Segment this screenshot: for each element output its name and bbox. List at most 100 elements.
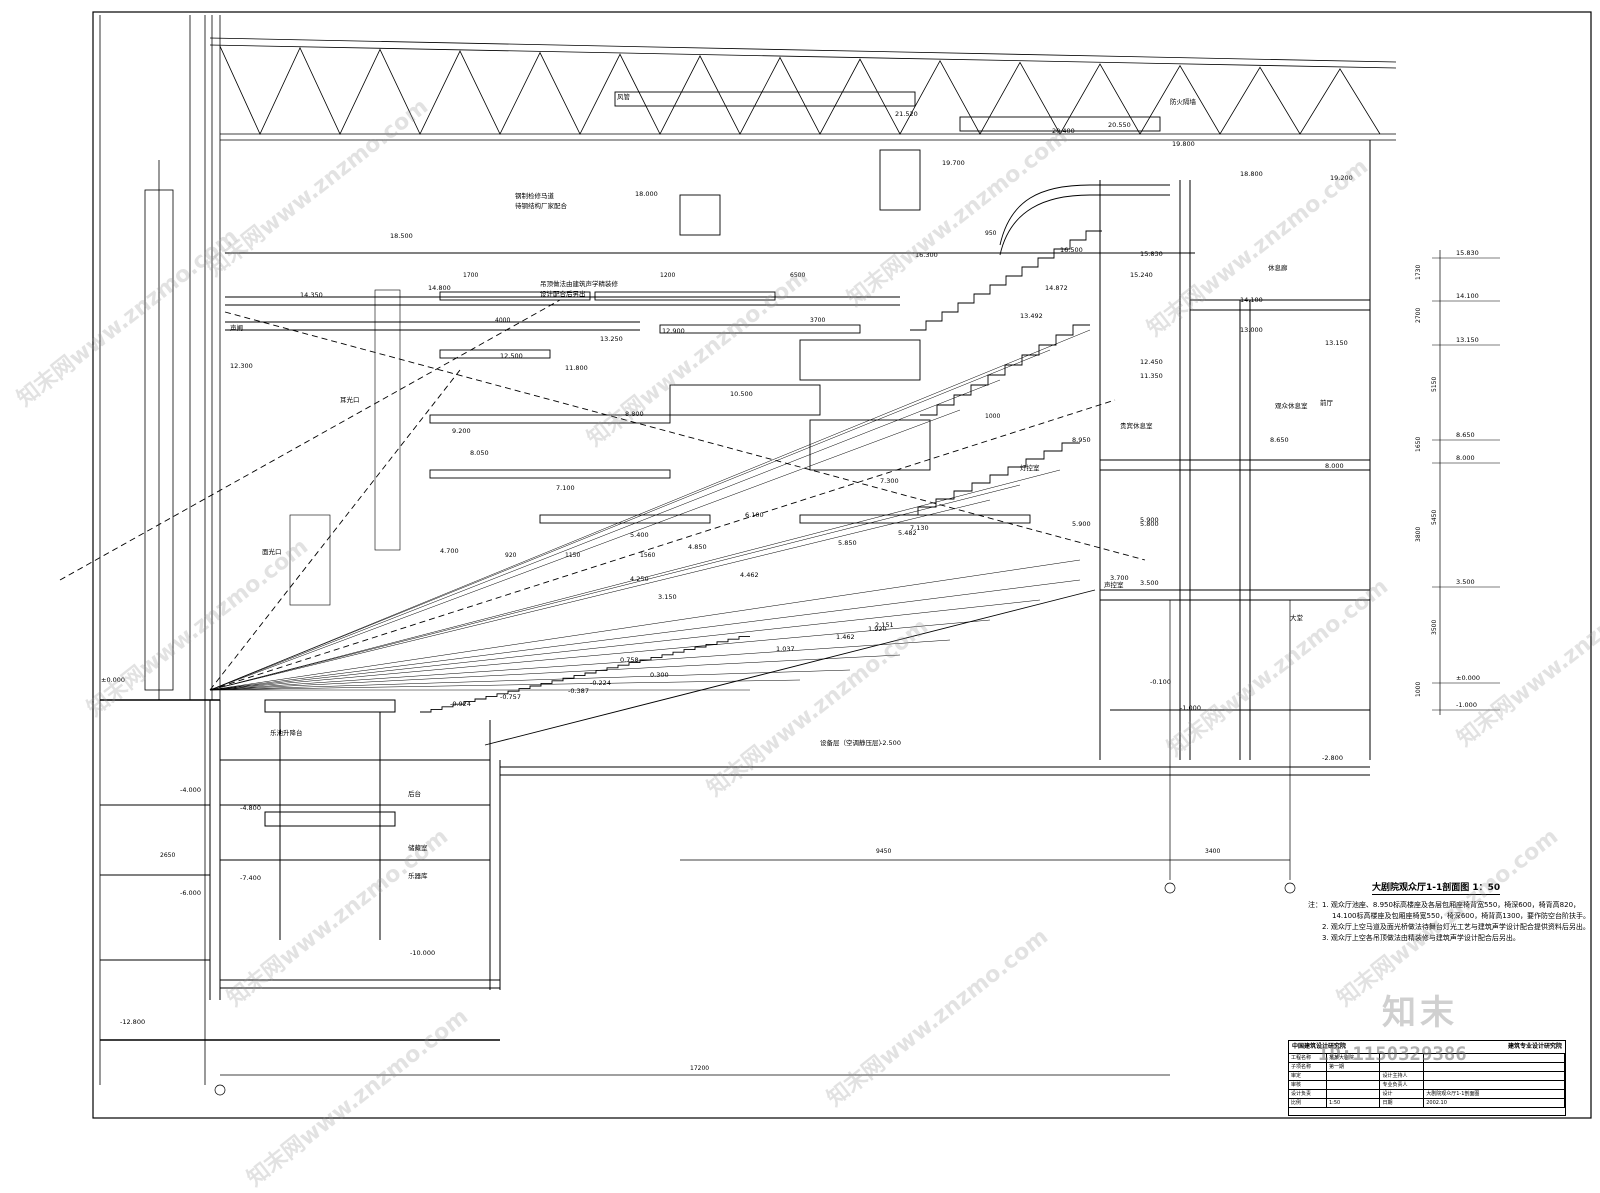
roof-truss xyxy=(209,37,1397,141)
elevation-label: 8.000 xyxy=(1325,462,1344,470)
department-name: 建筑专业设计研究院 xyxy=(1507,1043,1562,1050)
title-block-cell: 设计主持人 xyxy=(1380,1072,1425,1080)
scale-span: 3800 xyxy=(1415,527,1422,542)
elevation-label: -4.000 xyxy=(180,786,201,794)
elevation-label: 12.900 xyxy=(662,327,685,335)
title-block-cell: 工程名称 xyxy=(1289,1054,1327,1062)
elevation-label: 13.150 xyxy=(1325,339,1348,347)
title-block-rows: 工程名称某某大剧院子项名称第一期审定设计主持人审核专业负责人设计负责设计大剧院观… xyxy=(1289,1054,1565,1108)
annotation-label: 大堂 xyxy=(1290,613,1304,622)
dimension-label: 1200 xyxy=(660,272,675,279)
elevation-label: 4.850 xyxy=(688,543,707,551)
dimension-label: 1700 xyxy=(463,272,478,279)
elevation-label: 13.000 xyxy=(1240,326,1263,334)
title-block-cell: 2002.10 xyxy=(1424,1099,1565,1107)
title-block-cell xyxy=(1424,1072,1565,1080)
dimension-label: 17200 xyxy=(690,1065,709,1072)
dimension-label: 950 xyxy=(985,230,997,237)
company-name: 中国建筑设计研究院 xyxy=(1292,1043,1347,1050)
annotation-label: 待钢结构厂家配合 xyxy=(515,201,568,210)
scale-span: 5150 xyxy=(1431,377,1438,392)
annotation-label: 设计配合后另出 xyxy=(540,289,586,298)
scale-span: 5450 xyxy=(1431,510,1438,525)
dimension-label: 1000 xyxy=(985,413,1000,420)
title-block: 中国建筑设计研究院 建筑专业设计研究院 工程名称某某大剧院子项名称第一期审定 设计… xyxy=(1288,1040,1566,1116)
elevation-label: 14.100 xyxy=(1240,296,1263,304)
title-block-row: 工程名称某某大剧院 xyxy=(1289,1054,1565,1063)
elevation-label: -2.500 xyxy=(880,739,901,747)
elevation-label: 7.130 xyxy=(910,524,929,532)
elevation-label: 11.800 xyxy=(565,364,588,372)
elevation-label: 11.350 xyxy=(1140,372,1163,380)
elevation-label: 15.830 xyxy=(1140,250,1163,258)
annotation-label: 风管 xyxy=(617,92,631,101)
elevation-label: 5.400 xyxy=(630,531,649,539)
annotation-label: 乐器库 xyxy=(408,871,428,880)
elevation-label: 3.500 xyxy=(1140,579,1159,587)
scale-span: 2700 xyxy=(1415,308,1422,323)
balcony-structure xyxy=(1099,140,1371,760)
scale-elevation: 14.100 xyxy=(1456,292,1479,300)
title-block-row: 审定 设计主持人 xyxy=(1289,1072,1565,1081)
dimension-label: 1560 xyxy=(640,552,655,559)
scale-elevation: ±0.000 xyxy=(1456,674,1480,682)
elevation-label: -6.000 xyxy=(180,889,201,897)
title-block-cell: 审定 xyxy=(1289,1072,1327,1080)
title-block-row: 子项名称第一期 xyxy=(1289,1063,1565,1072)
annotation-label: 面光口 xyxy=(262,547,282,556)
elevation-label: 15.240 xyxy=(1130,271,1153,279)
elevation-label: 0.758 xyxy=(620,656,639,664)
elevation-label: 18.800 xyxy=(1240,170,1263,178)
title-block-cell: 专业负责人 xyxy=(1380,1081,1425,1089)
ducts xyxy=(614,91,1170,256)
elevation-label: 19.800 xyxy=(1172,140,1195,148)
basement xyxy=(100,699,1370,1000)
bottom-dimension xyxy=(214,600,1296,1096)
note-line: 2. 观众厅上空马道及面光桥做法待舞台灯光工艺与建筑声学设计配合提供资料后另出。 xyxy=(1322,923,1588,931)
elevation-label: 16.500 xyxy=(1060,246,1083,254)
elevation-label: 18.000 xyxy=(635,190,658,198)
elevation-label: -7.400 xyxy=(240,874,261,882)
elevation-label: 18.500 xyxy=(390,232,413,240)
elevation-label: 5.900 xyxy=(1072,520,1091,528)
title-block-cell xyxy=(1327,1072,1381,1080)
elevation-label: -0.924 xyxy=(450,700,471,708)
dashed-lines xyxy=(59,299,1146,691)
dimension-label: 3700 xyxy=(810,317,825,324)
elevation-label: 4.700 xyxy=(440,547,459,555)
sight-lines xyxy=(209,329,1091,691)
elevation-label: -0.757 xyxy=(500,693,521,701)
title-block-cell xyxy=(1424,1063,1565,1071)
elevation-label: 6.100 xyxy=(745,511,764,519)
elevation-label: 20.400 xyxy=(1052,127,1075,135)
title-block-cell: 比例 xyxy=(1289,1099,1327,1107)
elevation-label: 2.151 xyxy=(875,621,894,629)
elevation-label: 4.250 xyxy=(630,575,649,583)
elevation-label: 8.950 xyxy=(1072,436,1091,444)
elevation-label: 19.200 xyxy=(1330,174,1353,182)
scale-elevation: 8.000 xyxy=(1456,454,1475,462)
elevation-label: 21.520 xyxy=(895,110,918,118)
scale-span: 1650 xyxy=(1415,437,1422,452)
scale-elevation: 3.500 xyxy=(1456,578,1475,586)
elevation-label: 14.800 xyxy=(428,284,451,292)
elevation-label: 12.450 xyxy=(1140,358,1163,366)
section-drawing: 15.830 14.100 13.000 13.150 12.450 11.350 8.95… xyxy=(59,11,1592,1119)
elevation-label: 0.300 xyxy=(650,671,669,679)
right-elevation-scale: 15.83014.10013.1508.6508.0003.500±0.000-… xyxy=(1415,249,1500,715)
title-block-cell xyxy=(1327,1081,1381,1089)
elevation-label: -4.800 xyxy=(240,804,261,812)
annotation-label: 钢制检修马道 xyxy=(515,191,555,200)
scale-elevation: 13.150 xyxy=(1456,336,1479,344)
elevation-label: 12.300 xyxy=(230,362,253,370)
title-block-cell xyxy=(1327,1090,1381,1098)
elevation-label: ±0.000 xyxy=(101,676,125,684)
elevation-label: 7.100 xyxy=(556,484,575,492)
stage-tower xyxy=(99,15,500,1085)
elevation-label: 9.200 xyxy=(452,427,471,435)
annotation-label: 休息廊 xyxy=(1268,263,1288,272)
elevation-label: -0.387 xyxy=(568,687,589,695)
elevation-label: 13.492 xyxy=(1020,312,1043,320)
annotation-label: 储藏室 xyxy=(408,843,428,852)
elevation-label: 8.050 xyxy=(470,449,489,457)
